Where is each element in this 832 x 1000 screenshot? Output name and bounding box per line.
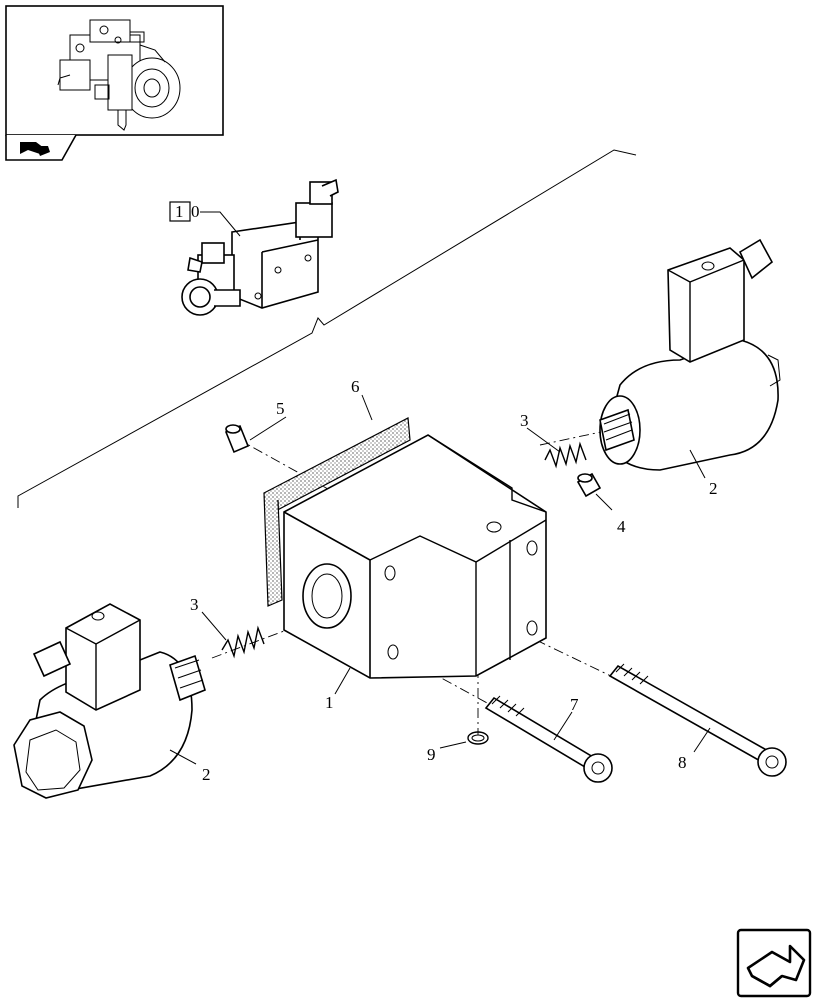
part-3-spring-right bbox=[544, 441, 587, 469]
leader-lines bbox=[169, 394, 711, 765]
part-3-spring-left bbox=[221, 625, 265, 659]
part-7-short-bolt bbox=[484, 695, 613, 783]
part-1-valve-body bbox=[283, 434, 547, 679]
assembly-boundary-line bbox=[17, 149, 637, 508]
section-arrow-icon[interactable] bbox=[5, 134, 77, 161]
part-5-plug bbox=[224, 424, 250, 454]
pump-assembly-thumbnail[interactable] bbox=[5, 5, 224, 161]
part-4-plug bbox=[576, 472, 602, 498]
callout-8: 8 bbox=[678, 753, 687, 772]
callout-6: 6 bbox=[351, 377, 360, 396]
part-6-gasket bbox=[263, 417, 411, 607]
part-2-solenoid-left bbox=[13, 603, 206, 799]
callout-4: 4 bbox=[617, 517, 626, 536]
callout-7: 7 bbox=[570, 695, 579, 714]
part-2-solenoid-right bbox=[599, 238, 781, 471]
part-9-o-ring bbox=[467, 731, 489, 745]
ref-box-label: 1 bbox=[175, 202, 184, 221]
part-8-long-bolt bbox=[608, 663, 787, 777]
navigation-arrow-icon[interactable] bbox=[736, 928, 812, 998]
valve-assembly-reference bbox=[181, 178, 339, 316]
ref-box-suffix: 0 bbox=[191, 202, 200, 221]
callout-3-right: 3 bbox=[520, 411, 529, 430]
reference-box-callout: 1 0 bbox=[169, 201, 241, 237]
callout-2-left: 2 bbox=[202, 765, 211, 784]
callout-5: 5 bbox=[276, 399, 285, 418]
callout-3-left: 3 bbox=[190, 595, 199, 614]
callout-2-right: 2 bbox=[709, 479, 718, 498]
callout-9: 9 bbox=[427, 745, 436, 764]
callout-1: 1 bbox=[325, 693, 334, 712]
